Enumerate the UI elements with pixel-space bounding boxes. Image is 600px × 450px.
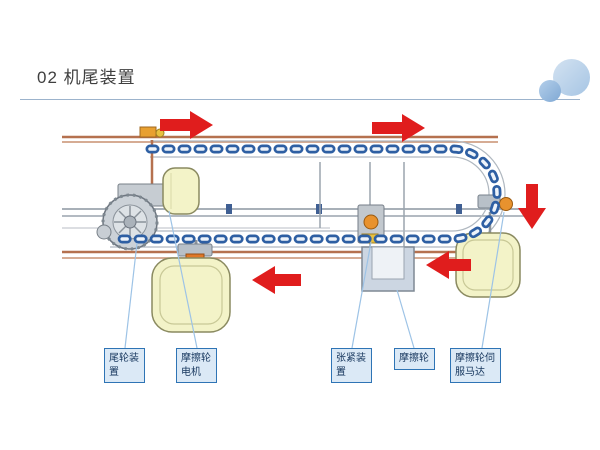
- bottom-left-wheel: [151, 240, 231, 333]
- decor-circle-small-icon: [539, 80, 561, 102]
- title-divider: [20, 99, 580, 100]
- callout-tail-wheel-device: 尾轮装置: [104, 348, 145, 383]
- callout-friction-wheel: 摩擦轮: [394, 348, 435, 370]
- flow-arrow-right-top-right-icon: [372, 114, 425, 142]
- flow-arrow-right-top-left-icon: [160, 111, 213, 139]
- callout-tensioning-device: 张紧装置: [331, 348, 372, 383]
- guide-wheel: [162, 167, 200, 215]
- rail-clip: [226, 204, 232, 214]
- friction-wheel-housing: [361, 246, 415, 292]
- callout-label: 尾轮装置: [109, 353, 139, 378]
- callout-leaders: [124, 210, 505, 349]
- flow-arrow-left-bottom-icon: [252, 266, 301, 294]
- callout-friction-wheel-motor: 摩擦轮电机: [176, 348, 217, 383]
- page-title: 02 机尾装置: [37, 68, 136, 87]
- servo-motor: [499, 197, 513, 211]
- chain-loop: [107, 144, 502, 244]
- callout-friction-wheel-servo: 摩擦轮伺服马达: [450, 348, 501, 383]
- flow-arrows: [160, 111, 546, 294]
- rail-clip: [456, 204, 462, 214]
- rail-trolley: [139, 126, 157, 138]
- callout-label: 张紧装置: [336, 353, 366, 378]
- callout-label: 摩擦轮伺服马达: [455, 353, 495, 378]
- flow-arrow-left-bottom-right-icon: [426, 251, 471, 279]
- flow-arrow-down-right-icon: [518, 184, 546, 229]
- callout-label: 摩擦轮电机: [181, 353, 211, 378]
- rail-clip: [316, 204, 322, 214]
- callout-label: 摩擦轮: [399, 353, 429, 364]
- right-wheel: [455, 194, 521, 298]
